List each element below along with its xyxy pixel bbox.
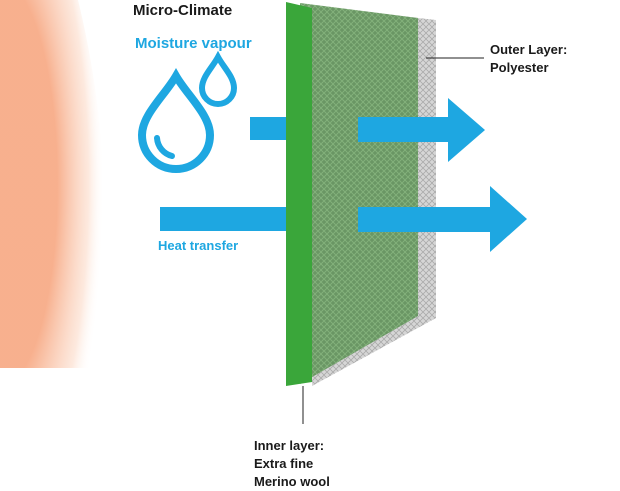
moisture-arrow-out <box>358 98 485 162</box>
middle-mesh <box>300 3 418 384</box>
heat-transfer-label: Heat transfer <box>158 238 239 253</box>
outer-layer-title: Outer Layer: <box>490 42 568 57</box>
diagram-title: Micro-Climate <box>133 2 233 19</box>
inner-layer-desc-2: Merino wool <box>254 474 330 489</box>
heat-arrow-out <box>358 186 527 252</box>
moisture-vapour-label: Moisture vapour <box>135 35 252 52</box>
outer-layer-label: Outer Layer: Polyester <box>490 41 567 77</box>
outer-layer-material: Polyester <box>490 60 549 75</box>
inner-layer-desc-1: Extra fine <box>254 456 314 471</box>
moisture-drops-icon <box>137 50 238 173</box>
inner-layer-label: Inner layer: Extra fine Merino wool <box>254 437 330 491</box>
moisture-arrow-in <box>250 117 286 140</box>
inner-layer-fabric <box>286 2 312 386</box>
inner-layer-title: Inner layer: <box>254 438 325 453</box>
heat-arrow-in <box>160 207 286 231</box>
skin-surface <box>0 0 105 368</box>
